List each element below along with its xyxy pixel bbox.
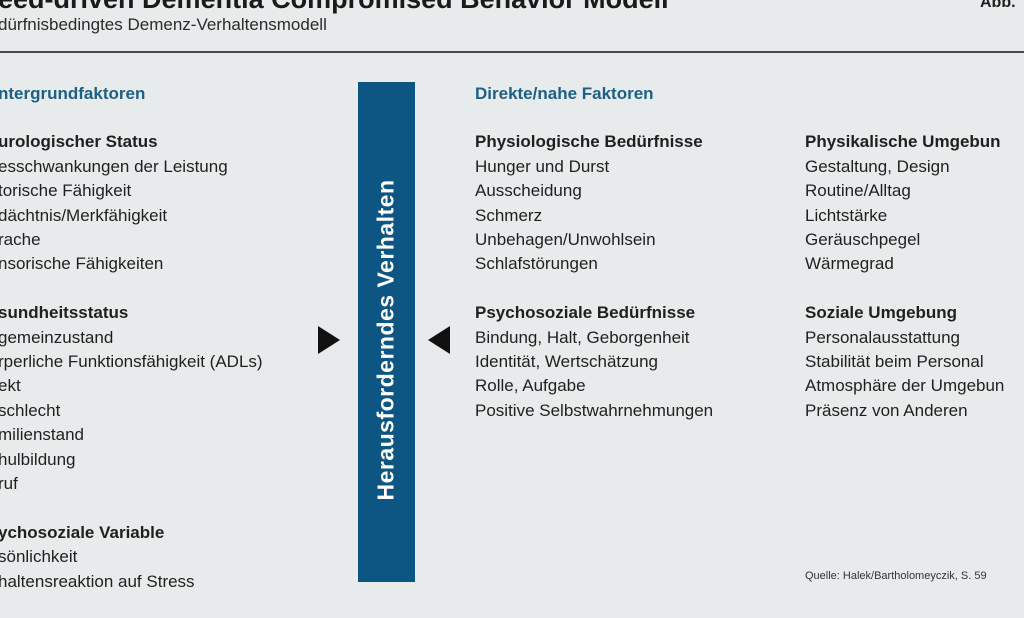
factor-item: rache [0,230,41,250]
factor-item: Identität, Wertschätzung [475,352,659,372]
column-heading: Direkte/nahe Faktoren [475,84,654,103]
factor-item: Unbehagen/Unwohlsein [475,230,656,250]
column-heading [805,82,1004,106]
arrow-left-icon [428,326,450,354]
factor-group: urologischer Status esschwankungen der Le… [0,130,263,276]
factor-item: ruf [0,474,18,494]
figure-subtitle: dürfnisbedingtes Demenz-Verhaltensmodell [0,15,327,34]
factor-item: Atmosphäre der Umgebun [805,376,1005,396]
challenging-behavior-label: Herausforderndes Verhalten [372,179,399,501]
factor-item: Lichtstärke [805,205,888,225]
factor-item: Bindung, Halt, Geborgenheit [475,327,690,347]
factor-item: Präsenz von Anderen [805,400,968,420]
factor-item: torische Fähigkeit [0,181,132,201]
factor-item: hulbildung [0,449,76,469]
factor-item: sönlichkeit [0,547,78,567]
arrow-right-icon [318,326,340,354]
figure-label: Abb. [980,0,1016,11]
factor-item: Schlafstörungen [475,254,598,274]
group-title: Psychosoziale Bedürfnisse [475,303,696,323]
column-heading: ntergrundfaktoren [0,84,146,103]
factor-item: ekt [0,376,21,396]
factor-item: Geräuschpegel [805,230,921,250]
factor-item: haltensreaktion auf Stress [0,571,195,591]
source-note: Quelle: Halek/Bartholomeyczik, S. 59 [805,570,987,582]
factor-item: milienstand [0,425,84,445]
factor-item: Schmerz [475,205,543,225]
group-title: Physiologische Bedürfnisse [475,132,703,152]
divider [0,51,1024,53]
factor-item: Personalausstattung [805,327,960,347]
challenging-behavior-bar [358,82,415,582]
factor-item: gemeinzustand [0,327,114,347]
factor-item: rperliche Funktionsfähigkeit (ADLs) [0,352,263,372]
factor-group: sundheitsstatus gemeinzustand rperliche Fu… [0,301,263,496]
group-title: Soziale Umgebung [805,303,958,323]
factor-group: ychosoziale Variable sönlichkeit haltensre… [0,521,263,594]
factor-item: Routine/Alltag [805,181,911,201]
factor-item: Positive Selbstwahrnehmungen [475,400,714,420]
factor-item: Ausscheidung [475,181,582,201]
factor-item: Hunger und Durst [475,156,610,176]
factor-item: schlecht [0,400,61,420]
factor-item: esschwankungen der Leistung [0,156,228,176]
group-title: urologischer Status [0,132,158,152]
factor-item: Gestaltung, Design [805,156,950,176]
factor-item: Rolle, Aufgabe [475,376,586,396]
background-factors-column: ntergrundfaktoren urologischer Status essc… [0,82,263,618]
factor-item: Stabilität beim Personal [805,352,984,372]
factor-item: Wärmegrad [805,254,894,274]
factor-item: dächtnis/Merkfähigkeit [0,205,168,225]
figure-title: eed-driven Dementia Compromised Behavior… [0,0,669,15]
group-title: Physikalische Umgebun [805,132,1001,152]
group-title: sundheitsstatus [0,303,129,323]
group-title: ychosoziale Variable [0,522,165,542]
factor-item: nsorische Fähigkeiten [0,254,164,274]
